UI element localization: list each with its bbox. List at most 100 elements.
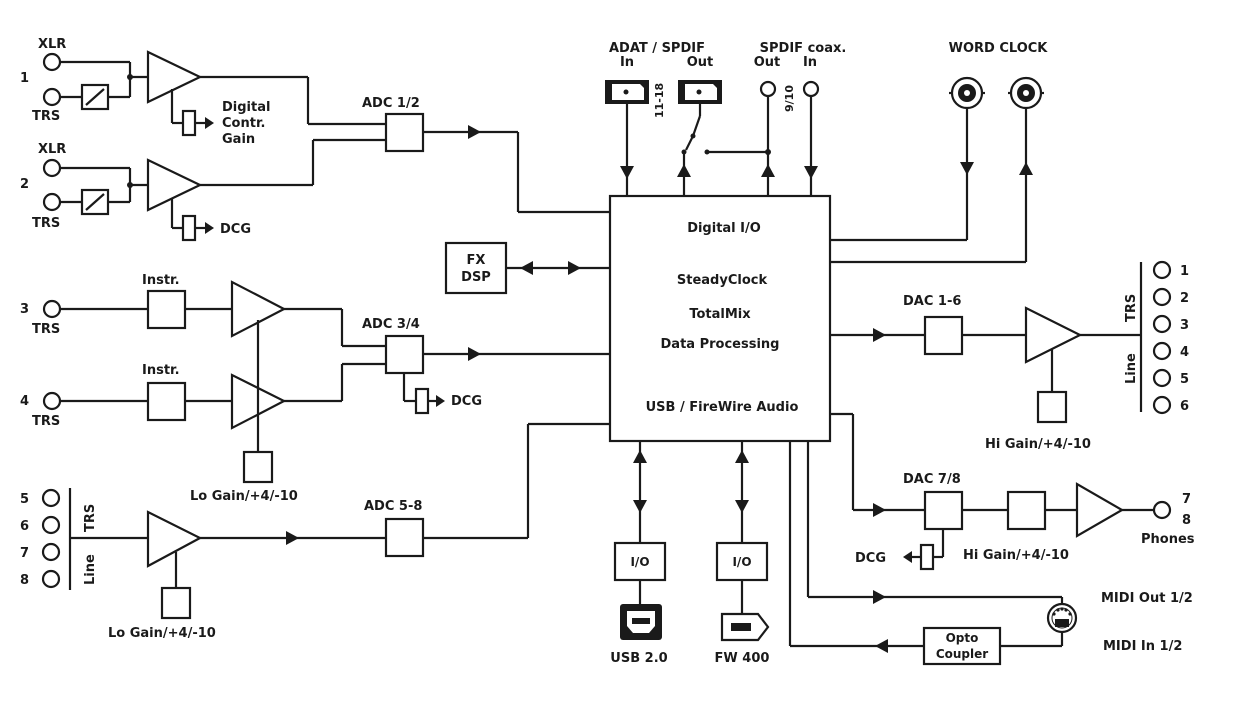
- usb-firewire-audio-label: USB / FireWire Audio: [646, 400, 799, 415]
- trs-vlabel-in: TRS: [83, 504, 98, 532]
- digital-gain-label-1: Digital: [222, 100, 270, 115]
- lo-gain-box-58: [160, 586, 192, 620]
- xlr-label-1: XLR: [38, 37, 66, 52]
- instr-label-3: Instr.: [142, 273, 180, 288]
- xlr-jack-1: [42, 52, 62, 72]
- spdif-coax-label: SPDIF coax.: [760, 41, 847, 56]
- midi-out-label: MIDI Out 1/2: [1101, 591, 1193, 606]
- xlr-jack-2: [42, 158, 62, 178]
- channel-3-label: 3: [20, 302, 29, 317]
- word-clock-label: WORD CLOCK: [949, 41, 1049, 56]
- out-2-jack: [1152, 287, 1172, 307]
- preamp-5-8: [146, 510, 203, 568]
- dcg-box-2: [181, 214, 197, 242]
- dcg-label-34: DCG: [451, 394, 482, 409]
- lo-gain-box-34: [242, 450, 274, 484]
- trs-vlabel-out: TRS: [1124, 294, 1139, 322]
- adc-3-4-label: ADC 3/4: [362, 317, 420, 332]
- trs-jack-4: [42, 391, 62, 411]
- central-box: [608, 194, 832, 443]
- dac-7-8-block: DAC 7/8 7 8 Phones Hi Gain/+4/-10 DCG: [830, 412, 1195, 571]
- adat-out-label: Out: [687, 55, 714, 70]
- trs-label-4: TRS: [32, 414, 60, 429]
- in-8-label: 8: [20, 573, 29, 588]
- dac-1-6-block: DAC 1-6 Hi Gain/+4/-10 TRS Line 1 2 3 4 …: [830, 260, 1189, 452]
- in-6-label: 6: [20, 519, 29, 534]
- instr-label-4: Instr.: [142, 363, 180, 378]
- adc-5-8-label: ADC 5-8: [364, 499, 422, 514]
- in-5-jack: [41, 488, 61, 508]
- out-5-label: 5: [1180, 372, 1189, 387]
- phones-amp: [1075, 482, 1125, 538]
- usb-io-box: [613, 541, 667, 582]
- adc-3-4-box: [384, 334, 425, 375]
- usb-io-label: I/O: [630, 555, 649, 569]
- out-6-label: 6: [1180, 399, 1189, 414]
- hi-gain-box-1-6: [1036, 390, 1068, 424]
- adc-1-2-label: ADC 1/2: [362, 96, 420, 111]
- adc-5-8-box: [384, 517, 425, 558]
- out-3-label: 3: [1180, 318, 1189, 333]
- trs-jack-1: [42, 87, 62, 107]
- dcg-box-7-8: [919, 543, 935, 571]
- channel-1-label: 1: [20, 71, 29, 86]
- firewire-interface: I/O FW 400: [715, 441, 770, 666]
- dcg-label-7-8: DCG: [855, 551, 886, 566]
- dac-7-8-label: DAC 7/8: [903, 472, 961, 487]
- fw-label: FW 400: [715, 651, 770, 666]
- trs-jack-3: [42, 299, 62, 319]
- trs-label-1: TRS: [32, 109, 60, 124]
- dsp-label: DSP: [461, 270, 491, 285]
- xlr-label-2: XLR: [38, 142, 66, 157]
- instr-box-4: [146, 381, 187, 422]
- totalmix-label: TotalMix: [689, 307, 751, 322]
- dac-7-8-box: [923, 490, 964, 531]
- channel-4-label: 4: [20, 394, 29, 409]
- fx-dsp-box: [444, 241, 508, 295]
- out-2-label: 2: [1180, 291, 1189, 306]
- dac-1-6-label: DAC 1-6: [903, 294, 961, 309]
- dac-1-6-box: [923, 315, 964, 356]
- adat-spdif-optical: ADAT / SPDIF In Out 11-18: [605, 41, 768, 196]
- in-8-jack: [41, 569, 61, 589]
- adc-3-4-block: ADC 3/4 DCG: [362, 317, 610, 415]
- lo-gain-label-34: Lo Gain/+4/-10: [190, 489, 298, 504]
- coax-out-label: Out: [754, 55, 781, 70]
- steadyclock-label: SteadyClock: [677, 273, 768, 288]
- preamp-2: [146, 158, 203, 212]
- dcg-box-1: [181, 109, 197, 137]
- preamp-1: [146, 50, 203, 104]
- phones-8-label: 8: [1182, 513, 1191, 528]
- adat-in-label: In: [620, 55, 634, 70]
- phones-jack: [1152, 500, 1172, 520]
- input-channel-1: XLR 1 TRS Digital Contr. Gain: [20, 37, 386, 147]
- adc-1-2-box: [384, 112, 425, 153]
- out-6-jack: [1152, 395, 1172, 415]
- out-1-jack: [1152, 260, 1172, 280]
- spdif-coax: SPDIF coax. Out In 9/10: [754, 41, 847, 196]
- trs-jack-2: [42, 192, 62, 212]
- data-processing-label: Data Processing: [661, 337, 780, 352]
- input-channel-2: XLR 2 TRS DCG: [20, 138, 386, 242]
- opto-label-2: Coupler: [936, 647, 988, 661]
- fw-io-label: I/O: [732, 555, 751, 569]
- midi-block: Opto Coupler MIDI Out 1/2 MIDI In 1/2: [788, 441, 1193, 666]
- digital-io-label: Digital I/O: [687, 221, 761, 236]
- fx-label: FX: [467, 253, 486, 268]
- coax-out-jack: [759, 80, 777, 98]
- out-5-jack: [1152, 368, 1172, 388]
- central-processing-block: Digital I/O SteadyClock TotalMix Data Pr…: [608, 194, 832, 443]
- input-channel-3-4: 3 TRS Instr. 4 TRS Instr. Lo Gain/+4/-10: [20, 273, 386, 504]
- adat-spdif-label: ADAT / SPDIF: [609, 41, 705, 56]
- instr-box-3: [146, 289, 187, 330]
- out-4-label: 4: [1180, 345, 1189, 360]
- in-5-label: 5: [20, 492, 29, 507]
- phones-label: Phones: [1141, 532, 1195, 547]
- word-clock: WORD CLOCK: [830, 41, 1049, 264]
- output-amp-1-6: [1024, 306, 1083, 364]
- hi-gain-label-1-6: Hi Gain/+4/-10: [985, 437, 1091, 452]
- adc-1-2-block: ADC 1/2: [362, 96, 610, 214]
- digital-gain-label-3: Gain: [222, 132, 255, 147]
- line-vlabel-out: Line: [1124, 353, 1139, 384]
